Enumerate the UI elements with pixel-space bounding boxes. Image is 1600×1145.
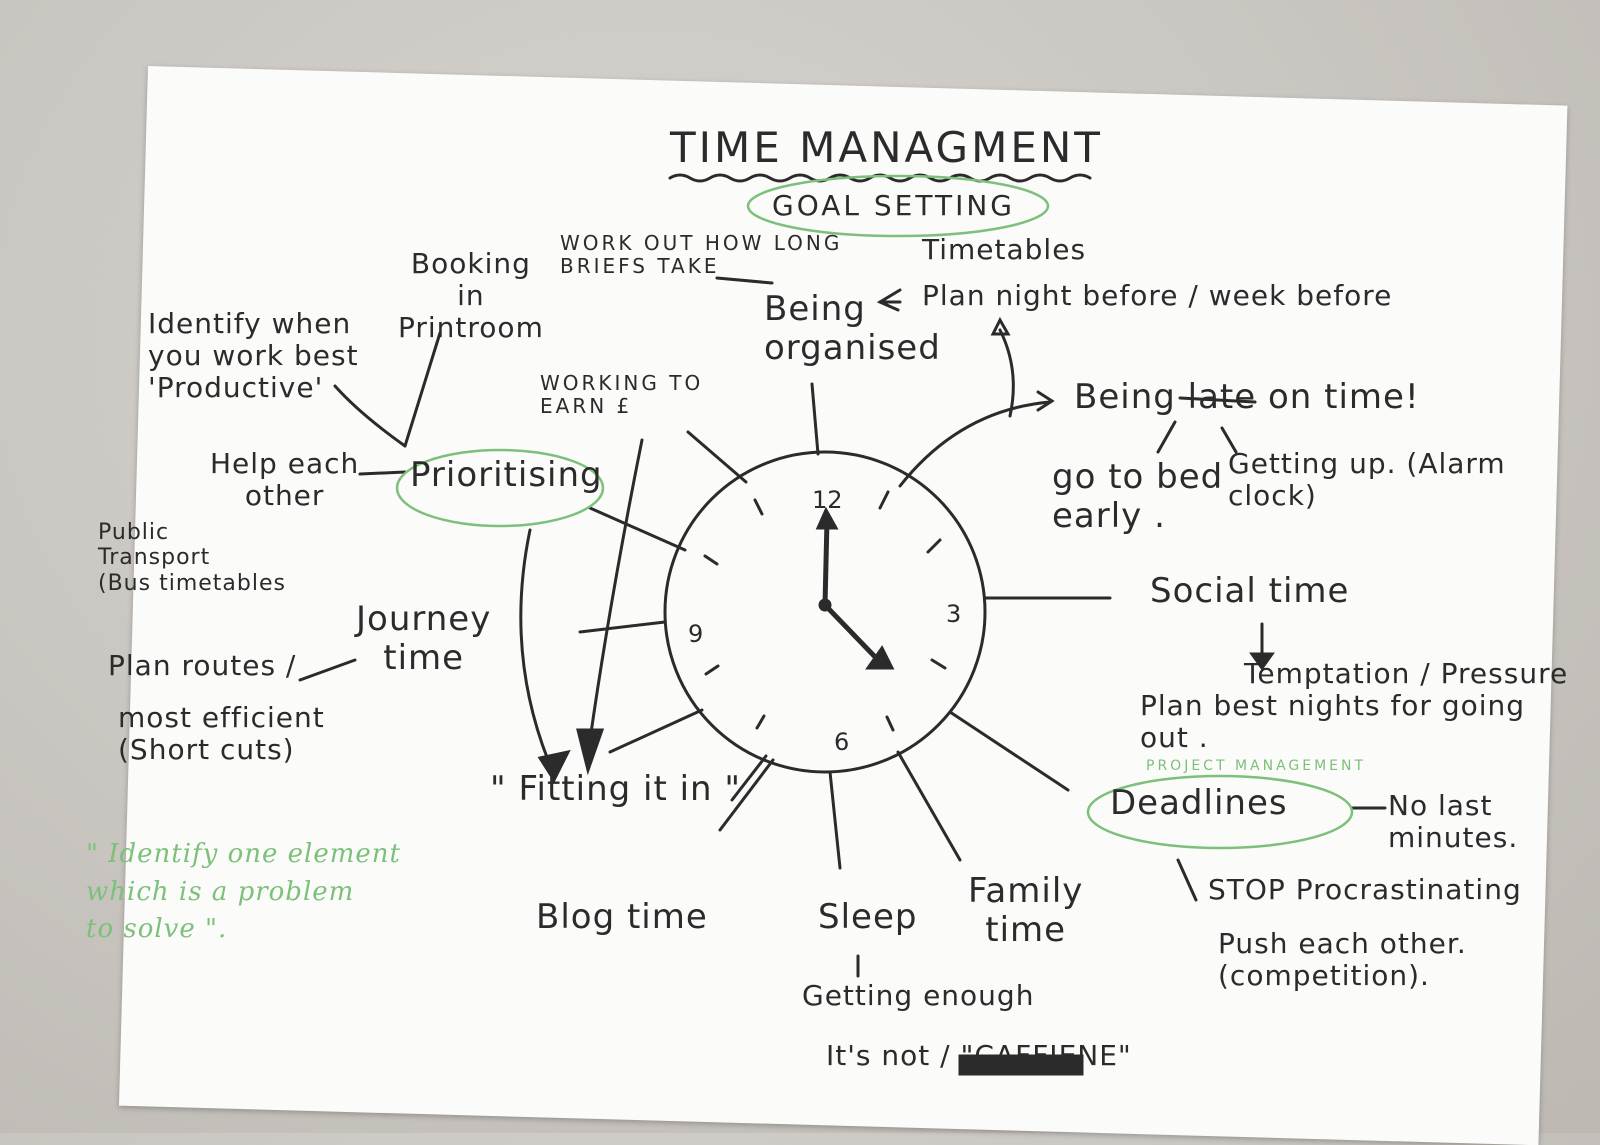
social-time-label: Social time — [1150, 571, 1350, 611]
most-efficient-label: most efficient (Short cuts) — [118, 701, 325, 767]
getting-up-label: Getting up. (Alarm clock) — [1228, 447, 1506, 513]
journey-time-label: Journey time — [356, 599, 492, 679]
plan-routes-label: Plan routes / — [108, 649, 297, 682]
blog-time-label: Blog time — [536, 897, 708, 937]
identify-one-element-label: " Identify one element which is a proble… — [86, 839, 401, 945]
clock-number-6: 6 — [834, 728, 850, 756]
booking-printroom-label: Booking in Printroom — [398, 247, 544, 345]
identify-when-label: Identify when you work best 'Productive' — [148, 307, 359, 405]
clock-face — [663, 450, 987, 774]
goal-setting-ring — [746, 174, 1050, 238]
family-time-label: Family time — [968, 871, 1084, 951]
temptation-label: Temptation / Pressure — [1244, 657, 1569, 690]
sleep-label: Sleep — [818, 897, 918, 937]
working-to-earn-label: WORKING TO EARN £ — [540, 371, 704, 418]
push-each-other-label: Push each other. (competition). — [1218, 927, 1467, 993]
being-organised-label: Being organised — [764, 289, 941, 369]
goal-setting-label: GOAL SETTING — [772, 189, 1015, 222]
being-on-time-label: Being late on time! — [1074, 377, 1420, 417]
deadlines-label: Deadlines — [1110, 783, 1288, 823]
clock-number-12: 12 — [812, 486, 843, 514]
stop-procrastinating-label: STOP Procrastinating — [1208, 873, 1522, 906]
clock-number-9: 9 — [688, 620, 704, 648]
no-last-minutes-label: No last minutes. — [1388, 789, 1519, 855]
fitting-it-in-label: " Fitting it in " — [490, 769, 742, 809]
plan-night-label: Plan night before / week before — [922, 279, 1393, 312]
prioritising-label: Prioritising — [410, 455, 603, 495]
plan-best-nights-label: Plan best nights for going out . — [1140, 689, 1526, 755]
clock-number-3: 3 — [946, 600, 962, 628]
public-transport-label: Public Transport (Bus timetables — [98, 520, 286, 596]
deadlines-ring — [1086, 774, 1354, 850]
page-title: TIME MANAGMENT — [670, 123, 1103, 172]
its-not-caffiene-label: It's not / "CAFFIENE" — [826, 1039, 1132, 1072]
project-management-label: PROJECT MANAGEMENT — [1146, 758, 1367, 774]
go-to-bed-label: go to bed early . — [1052, 457, 1224, 537]
help-each-other-label: Help each other — [210, 447, 360, 513]
timetables-label: Timetables — [922, 233, 1087, 266]
work-out-how-long-label: WORK OUT HOW LONG BRIEFS TAKE — [560, 231, 843, 278]
getting-enough-label: Getting enough — [802, 979, 1035, 1012]
prioritising-ring — [395, 448, 605, 528]
